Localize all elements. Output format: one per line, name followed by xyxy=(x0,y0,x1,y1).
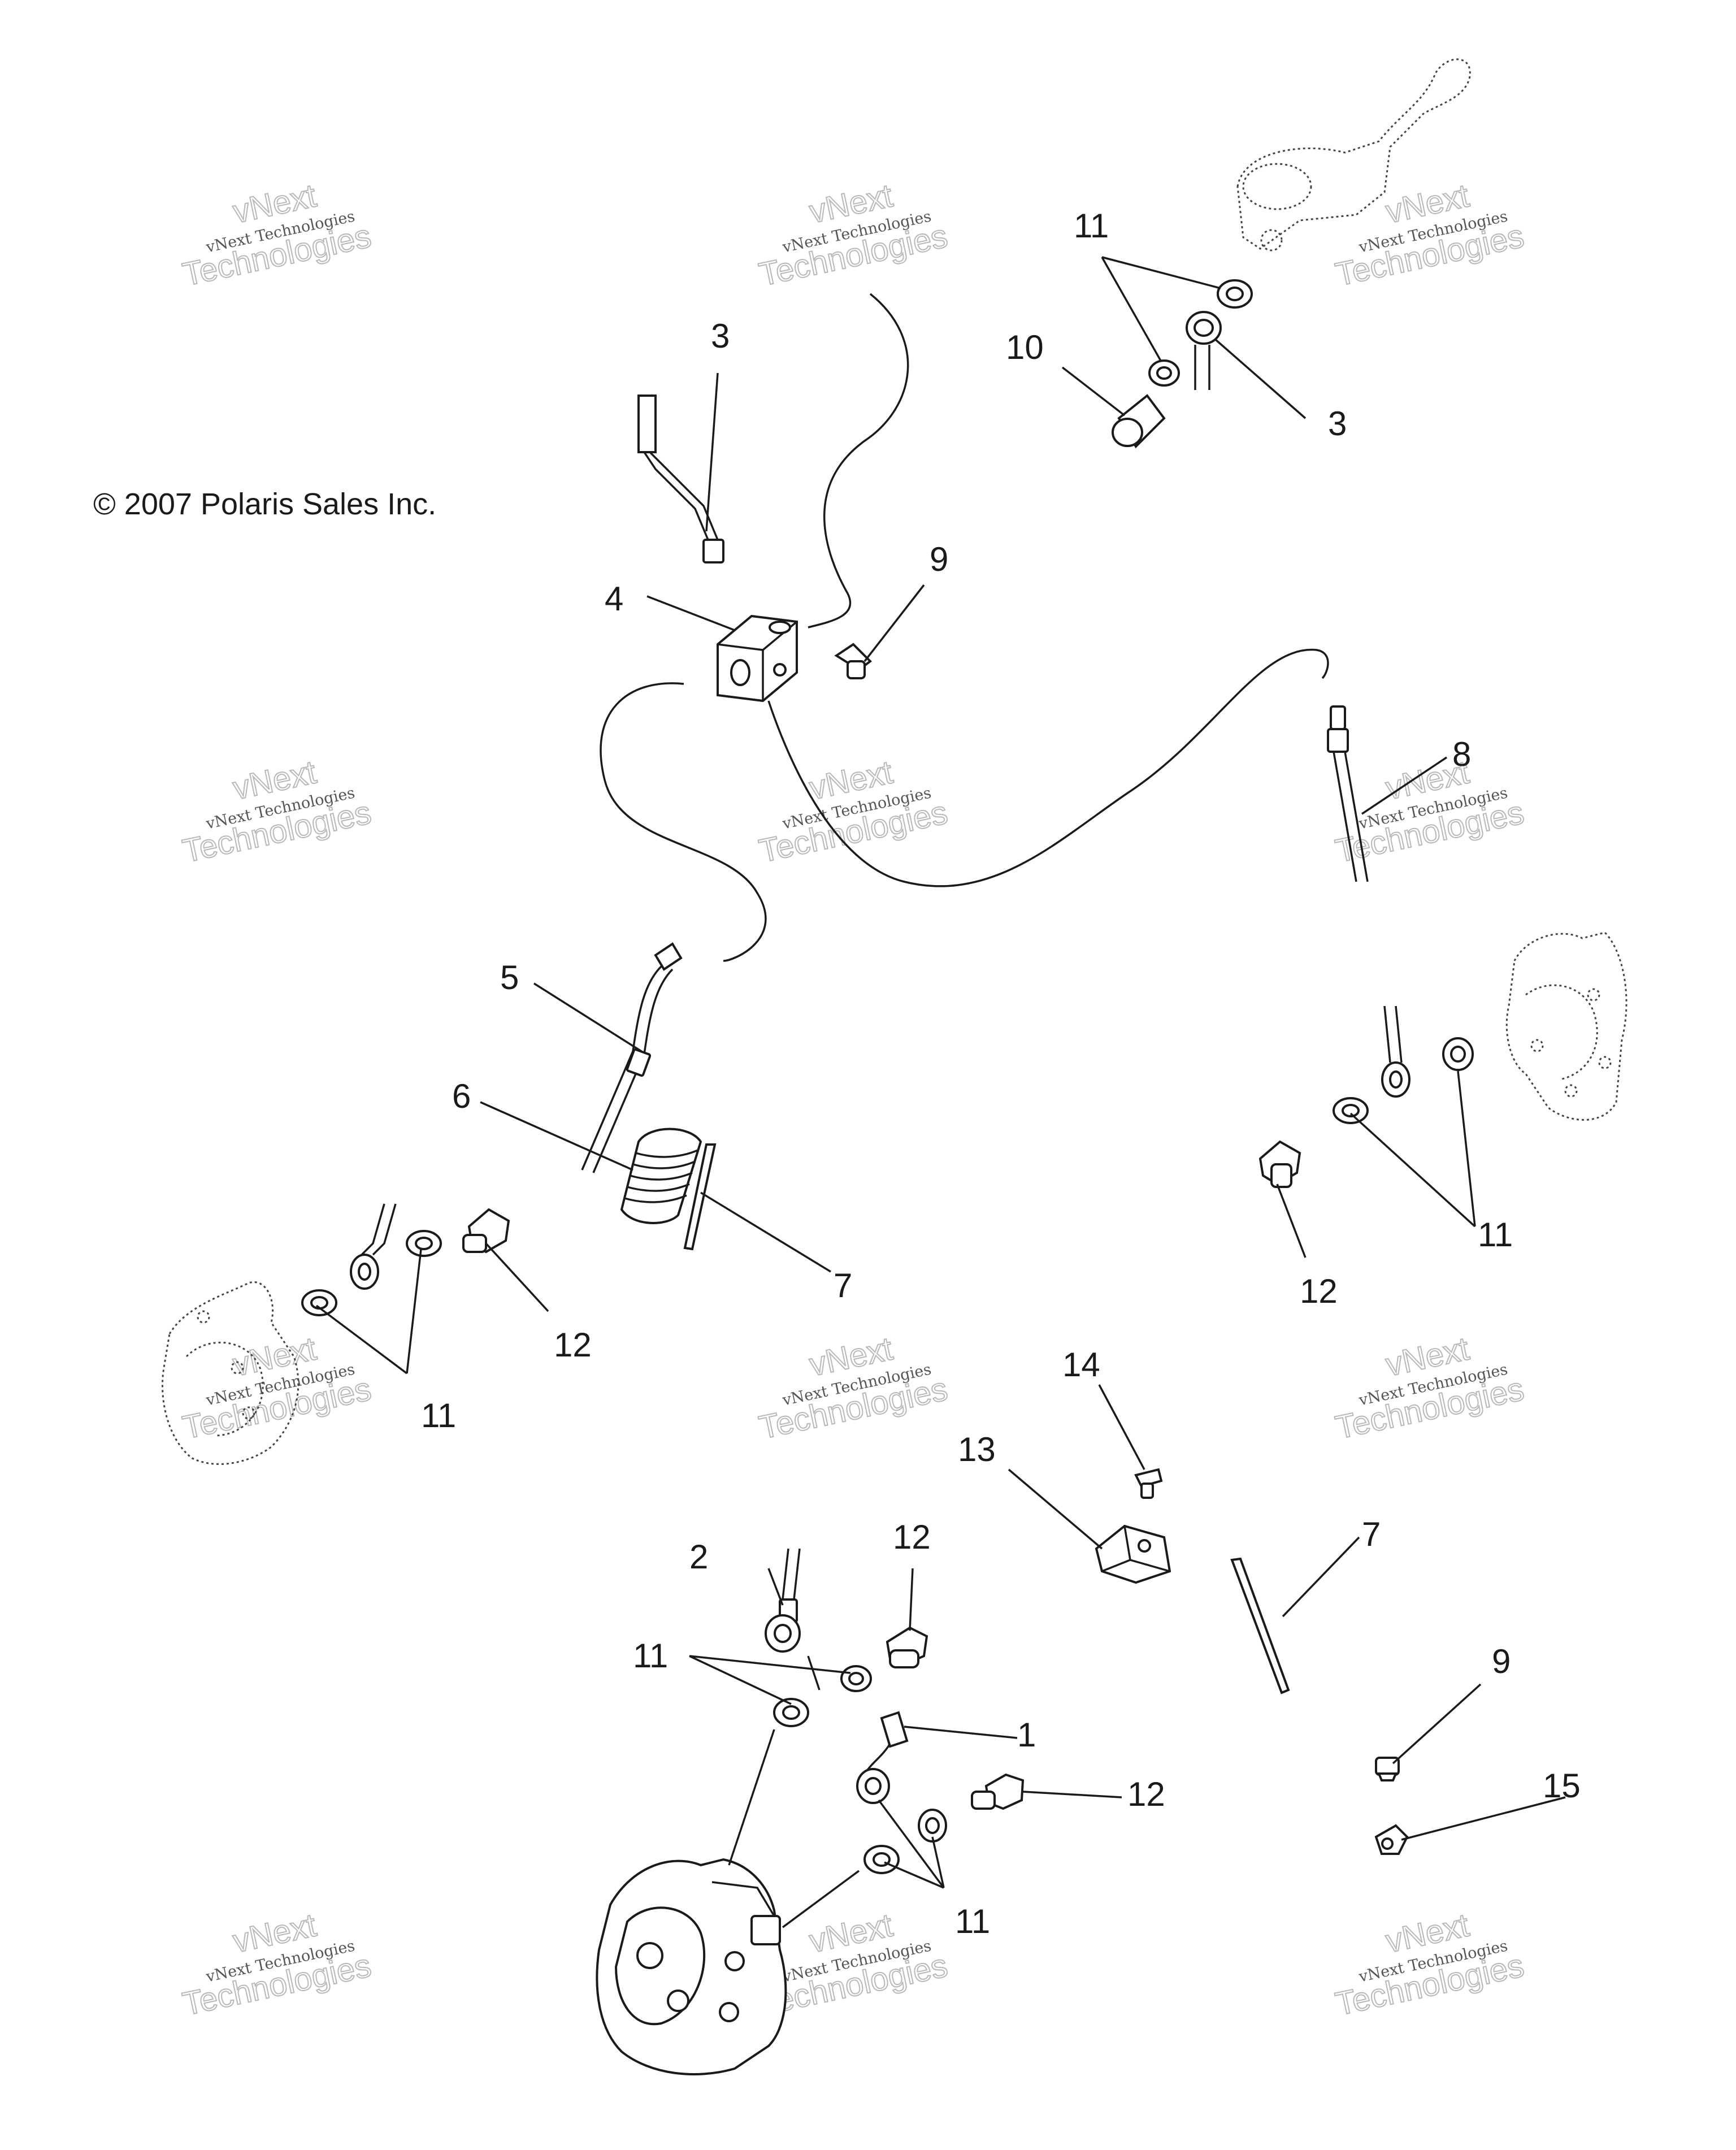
bolt-9-lower xyxy=(1375,1757,1400,1781)
watermark: vNext vNext Technologies Technologies xyxy=(179,1329,375,1446)
screw-14 xyxy=(1134,1468,1163,1499)
watermark: vNext vNext Technologies Technologies xyxy=(1332,1906,1528,2023)
watermark: vNext vNext Technologies Technologies xyxy=(179,1906,375,2023)
callout-2: 2 xyxy=(689,1538,708,1576)
callout-4: 4 xyxy=(605,580,623,618)
callout-11-bottom-b: 11 xyxy=(955,1902,990,1940)
callout-15: 15 xyxy=(1543,1767,1581,1805)
callout-12-bottom-b: 12 xyxy=(1127,1775,1165,1813)
bolt-12-bottom-b xyxy=(971,1773,1025,1810)
callout-9-lower: 9 xyxy=(1492,1642,1511,1680)
watermark: vNext vNext Technologies Technologies xyxy=(1332,176,1528,293)
callout-1: 1 xyxy=(1017,1716,1036,1754)
callout-9-upper: 9 xyxy=(930,540,948,578)
hose-8 xyxy=(1327,705,1369,882)
callout-3-upper-hose: 3 xyxy=(711,317,730,355)
watermark: vNext vNext Technologies Technologies xyxy=(1332,753,1528,870)
callout-12-bottom-a: 12 xyxy=(893,1518,931,1556)
callout-12-left: 12 xyxy=(554,1326,592,1364)
clip-13 xyxy=(1095,1524,1171,1584)
front-caliper xyxy=(596,1858,787,2075)
callout-3-banjo: 3 xyxy=(1328,405,1347,443)
watermark: vNext vNext Technologies Technologies xyxy=(179,753,375,870)
watermark: vNext vNext Technologies Technologies xyxy=(756,176,952,293)
callout-12-right: 12 xyxy=(1300,1272,1338,1310)
pin-7-left xyxy=(683,1143,717,1251)
callout-14: 14 xyxy=(1062,1346,1100,1384)
left-caliper-ghost xyxy=(162,1281,300,1465)
distribution-block-4 xyxy=(717,614,798,703)
banjo-1 xyxy=(856,1711,909,1804)
callout-5: 5 xyxy=(500,959,519,996)
right-caliper-ghost xyxy=(1505,931,1628,1121)
watermark: vNext vNext Technologies Technologies xyxy=(756,1329,952,1446)
watermark-grid: vNext vNext Technologies Technologies vN… xyxy=(179,176,1528,2023)
spring-6 xyxy=(620,1128,702,1224)
clamp-15 xyxy=(1374,1824,1409,1855)
callout-11-left: 11 xyxy=(421,1397,456,1434)
watermark: vNext vNext Technologies Technologies xyxy=(756,753,952,870)
master-cylinder-ghost xyxy=(1236,58,1471,252)
callout-11-top: 11 xyxy=(1074,207,1109,245)
bolt-12-bottom-a xyxy=(886,1626,928,1668)
callout-11-bottom-a: 11 xyxy=(633,1637,668,1675)
callout-7-right: 7 xyxy=(1362,1515,1381,1553)
bottom-washers xyxy=(773,1665,947,1874)
right-caliper-fittings xyxy=(1258,1005,1474,1188)
hose-5 xyxy=(581,942,683,1173)
bolt-9-upper xyxy=(834,643,873,679)
callout-labels: 3 11 10 3 4 9 8 5 6 7 11 12 11 12 14 13 … xyxy=(421,207,1581,1940)
watermark: vNext vNext Technologies Technologies xyxy=(1332,1329,1528,1446)
watermark: vNext vNext Technologies Technologies xyxy=(179,176,375,293)
top-fittings xyxy=(1112,279,1253,449)
pin-7-right xyxy=(1230,1557,1290,1694)
callout-10: 10 xyxy=(1006,328,1044,366)
callout-13: 13 xyxy=(958,1431,996,1468)
hose-3-upper xyxy=(637,395,724,563)
brake-lines xyxy=(600,293,1329,962)
callout-6: 6 xyxy=(452,1077,471,1115)
copyright-notice: © 2007 Polaris Sales Inc. xyxy=(93,487,436,521)
leader-lines xyxy=(315,256,1566,1928)
callout-11-right: 11 xyxy=(1478,1216,1513,1254)
left-caliper-fittings xyxy=(301,1203,510,1316)
callout-8: 8 xyxy=(1452,735,1471,773)
bottom-hose-2 xyxy=(765,1548,801,1653)
callout-7-left: 7 xyxy=(834,1267,852,1304)
